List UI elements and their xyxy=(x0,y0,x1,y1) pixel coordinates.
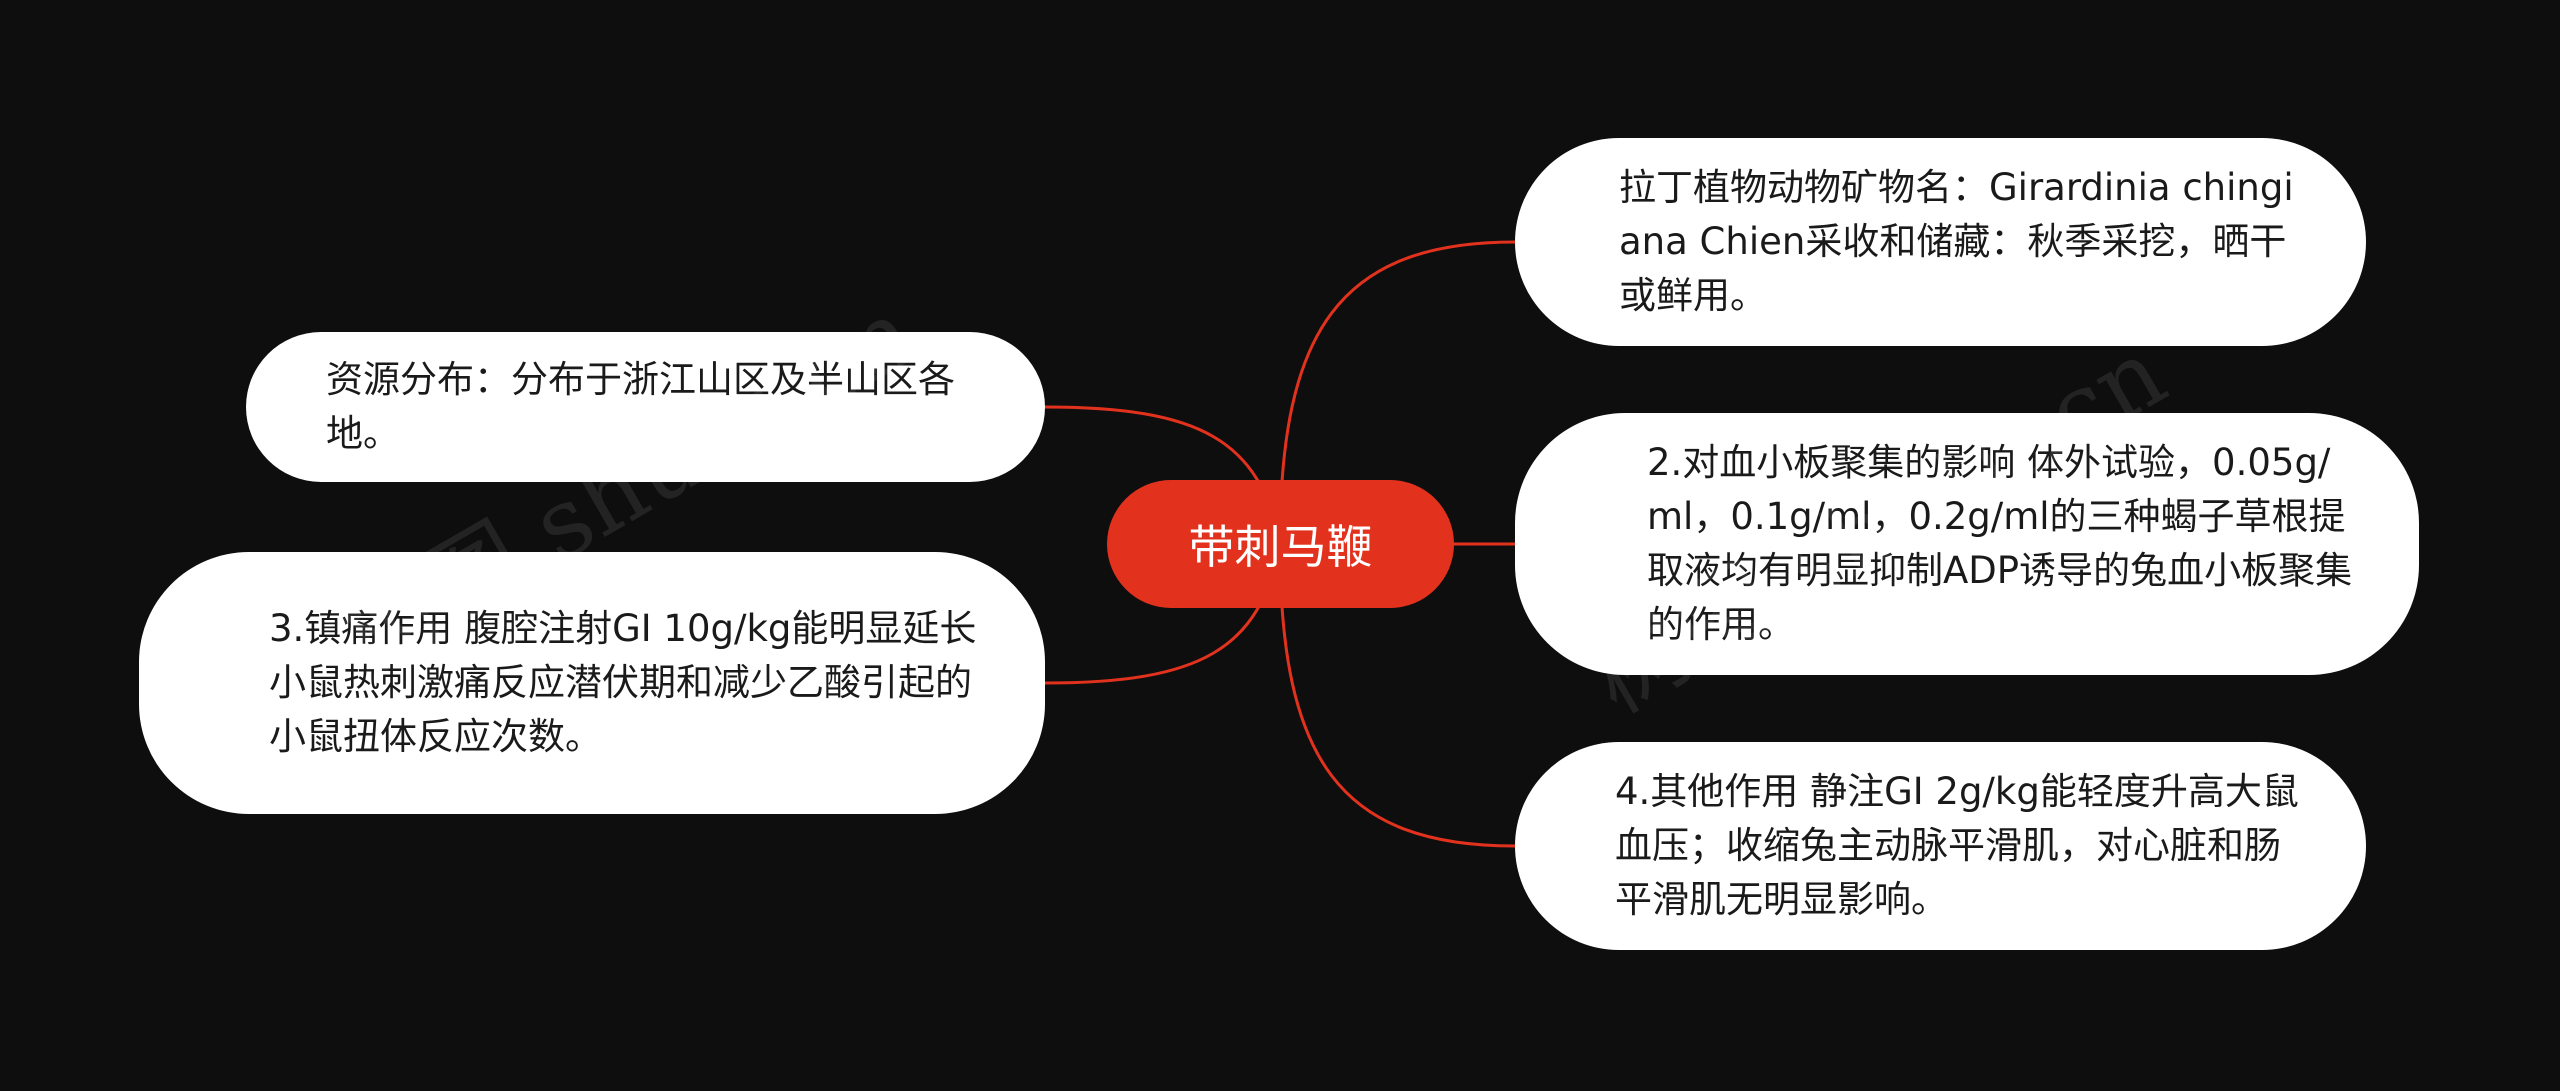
node-analgesic-effect[interactable]: 3.镇痛作用 腹腔注射GI 10g/kg能明显延长小鼠热刺激痛反应潜伏期和减少乙… xyxy=(139,552,1045,814)
node-resource-distribution-text: 资源分布：分布于浙江山区及半山区各地。 xyxy=(326,358,955,455)
node-platelet-effect[interactable]: 2.对血小板聚集的影响 体外试验，0.05g/ml，0.1g/ml，0.2g/m… xyxy=(1515,413,2419,675)
node-platelet-effect-text: 2.对血小板聚集的影响 体外试验，0.05g/ml，0.1g/ml，0.2g/m… xyxy=(1647,441,2353,646)
node-other-effects[interactable]: 4.其他作用 静注GI 2g/kg能轻度升高大鼠血压；收缩兔主动脉平滑肌，对心脏… xyxy=(1515,742,2366,950)
link-to-latin xyxy=(1278,240,1516,545)
node-latin-name[interactable]: 拉丁植物动物矿物名：Girardinia chingiana Chien采收和储… xyxy=(1515,138,2366,346)
node-resource-distribution[interactable]: 资源分布：分布于浙江山区及半山区各地。 xyxy=(246,332,1045,482)
link-to-other xyxy=(1278,543,1516,848)
node-latin-name-text: 拉丁植物动物矿物名：Girardinia chingiana Chien采收和储… xyxy=(1619,166,2294,317)
central-topic[interactable]: 带刺马鞭 xyxy=(1107,480,1454,608)
node-other-effects-text: 4.其他作用 静注GI 2g/kg能轻度升高大鼠血压；收缩兔主动脉平滑肌，对心脏… xyxy=(1615,770,2299,921)
central-topic-label: 带刺马鞭 xyxy=(1188,520,1373,574)
node-analgesic-effect-text: 3.镇痛作用 腹腔注射GI 10g/kg能明显延长小鼠热刺激痛反应潜伏期和减少乙… xyxy=(269,607,977,758)
